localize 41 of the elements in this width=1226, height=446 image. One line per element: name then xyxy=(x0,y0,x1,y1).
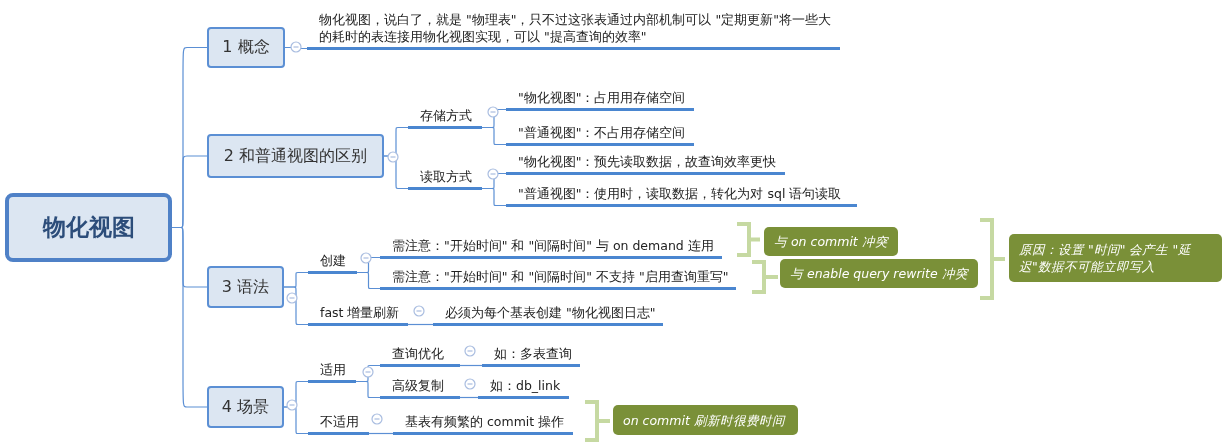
subtopic: 如：db_link xyxy=(478,376,569,399)
summary-note: 与 on commit 冲突 xyxy=(764,227,898,256)
summary-note: on commit 刷新时很费时间 xyxy=(613,405,798,435)
connector xyxy=(481,187,507,207)
subtopic: 必须为每个基表创建 "物化视图日志" xyxy=(433,303,664,326)
main-topic: 4 场景 xyxy=(207,386,284,428)
connector xyxy=(284,46,308,50)
central-topic: 物化视图 xyxy=(5,193,172,262)
subtopic: 适用 xyxy=(308,360,356,383)
subtopic: "普通视图"：不占用存储空间 xyxy=(506,123,694,146)
main-topic: 2 和普通视图的区别 xyxy=(207,134,384,178)
subtopic: 不适用 xyxy=(308,412,369,435)
summary-note: 原因：设置 "时间" 会产生 "延迟"数据不可能立即写入 xyxy=(1009,234,1222,282)
subtopic: 如：多表查询 xyxy=(482,344,580,367)
subtopic: 物化视图，说白了，就是 "物理表"，只不过这张表通过内部机制可以 "定期更新"将一些大的耗时的表连接用物化视图实现，可以 "提高查询的效率" xyxy=(307,7,840,50)
subtopic: 高级复制 xyxy=(380,376,460,399)
connector xyxy=(368,432,394,435)
main-topic: 1 概念 xyxy=(207,27,285,68)
subtopic: "普通视图"：使用时，读取数据，转化为对 sql 语句读取 xyxy=(506,184,857,207)
subtopic: 基表有频繁的 commit 操作 xyxy=(393,412,573,435)
subtopic: "物化视图"：预先读取数据，故查询效率更快 xyxy=(506,152,785,175)
connector xyxy=(171,226,208,408)
main-topic: 3 语法 xyxy=(207,266,284,308)
subtopic: 需注意："开始时间" 和 "间隔时间" 与 on demand 连用 xyxy=(380,236,722,259)
connector xyxy=(481,126,507,146)
connector xyxy=(356,271,381,290)
connector xyxy=(283,406,309,435)
subtopic: 存储方式 xyxy=(408,106,482,129)
connector xyxy=(383,155,409,190)
subtopic: 需注意："开始时间" 和 "间隔时间" 不支持 "启用查询重写" xyxy=(380,267,737,290)
connector xyxy=(283,286,309,326)
connector xyxy=(407,323,434,326)
subtopic: 查询优化 xyxy=(380,344,460,367)
summary-note: 与 enable query rewrite 冲突 xyxy=(780,259,978,288)
subtopic: 创建 xyxy=(308,251,357,274)
connector xyxy=(459,364,483,367)
subtopic: fast 增量刷新 xyxy=(308,303,408,326)
connector xyxy=(459,396,479,399)
connector xyxy=(355,380,381,399)
subtopic: 读取方式 xyxy=(408,167,482,190)
subtopic: "物化视图"：占用用存储空间 xyxy=(506,88,694,111)
